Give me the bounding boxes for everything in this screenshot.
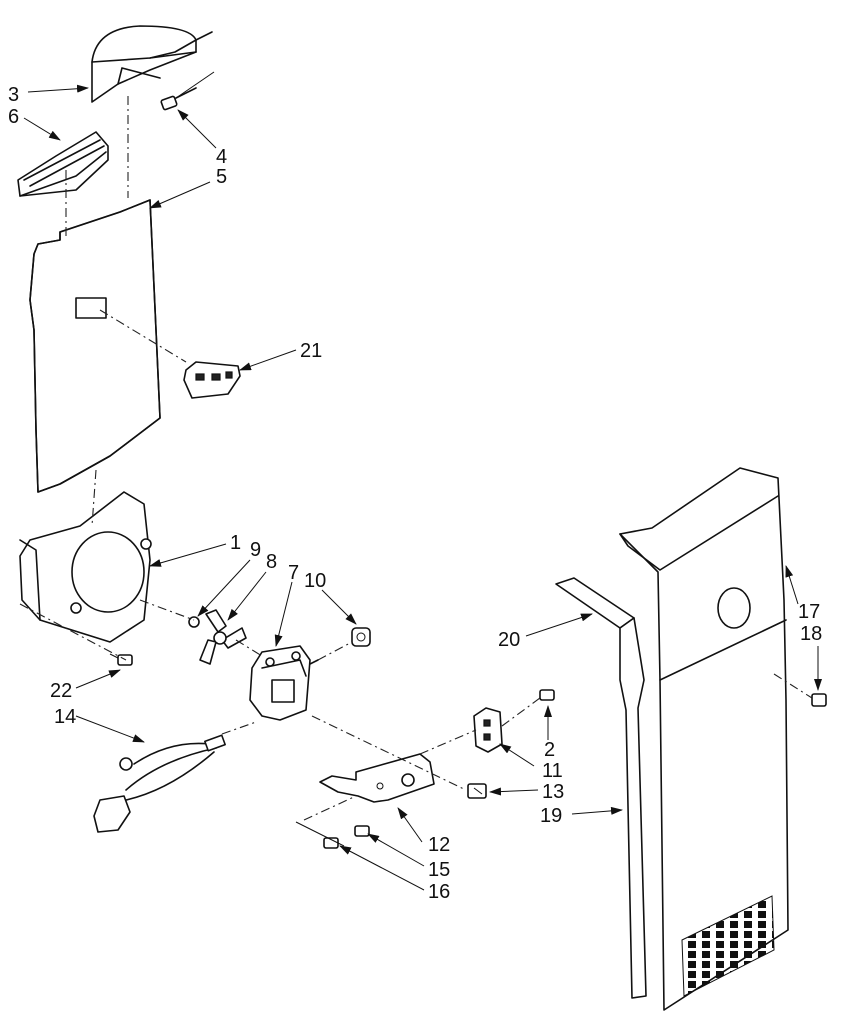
- screw-part-18: [811, 693, 827, 707]
- channel-strip-part: [555, 577, 647, 999]
- callout-7: 7: [288, 562, 299, 584]
- callout-1: 1: [230, 532, 241, 554]
- callout-10: 10: [304, 570, 326, 592]
- callout-2: 2: [544, 739, 555, 761]
- fan-blade-part: [199, 609, 247, 665]
- fan-shroud-part: [19, 491, 152, 643]
- screw-part-15: [354, 825, 370, 837]
- callout-16: 16: [428, 881, 450, 903]
- callout-14: 14: [54, 706, 76, 728]
- callout-18: 18: [800, 623, 822, 645]
- fan-motor-part: [249, 645, 319, 721]
- callout-4: 4: [216, 146, 227, 168]
- callout-labels: 1 2 3 4 5 6 7 8 9 10 11 12 13 14 15 16 1…: [8, 84, 822, 903]
- screw-part-4: [160, 71, 215, 111]
- evaporator-part: [29, 199, 161, 493]
- rear-cover-panel-part: [619, 467, 789, 1011]
- callout-19: 19: [540, 805, 562, 827]
- callout-9: 9: [250, 539, 261, 561]
- callout-11: 11: [542, 760, 563, 782]
- clip-part-13: [467, 783, 487, 799]
- callout-6: 6: [8, 106, 19, 128]
- leader-arrows: [23, 84, 822, 891]
- callout-8: 8: [266, 551, 277, 573]
- grille-part: [17, 131, 109, 197]
- nut-part-9: [188, 616, 200, 628]
- bracket-part-11: [473, 707, 503, 753]
- callout-20: 20: [498, 629, 520, 651]
- grommet-part: [351, 627, 371, 647]
- callout-15: 15: [428, 859, 450, 881]
- alignment-lines: [19, 96, 813, 847]
- air-duct-part: [91, 25, 213, 103]
- screw-part-22: [109, 653, 133, 666]
- callout-22: 22: [50, 680, 72, 702]
- callout-12: 12: [428, 834, 450, 856]
- callout-17: 17: [798, 601, 820, 623]
- screw-part-2: [539, 689, 555, 701]
- wiring-harness-part: [93, 734, 226, 833]
- defrost-thermostat-part: [183, 361, 241, 399]
- motor-bracket-part: [319, 753, 435, 803]
- callout-21: 21: [300, 340, 322, 362]
- callout-3: 3: [8, 84, 19, 106]
- callout-13: 13: [542, 781, 564, 803]
- callout-5: 5: [216, 166, 227, 188]
